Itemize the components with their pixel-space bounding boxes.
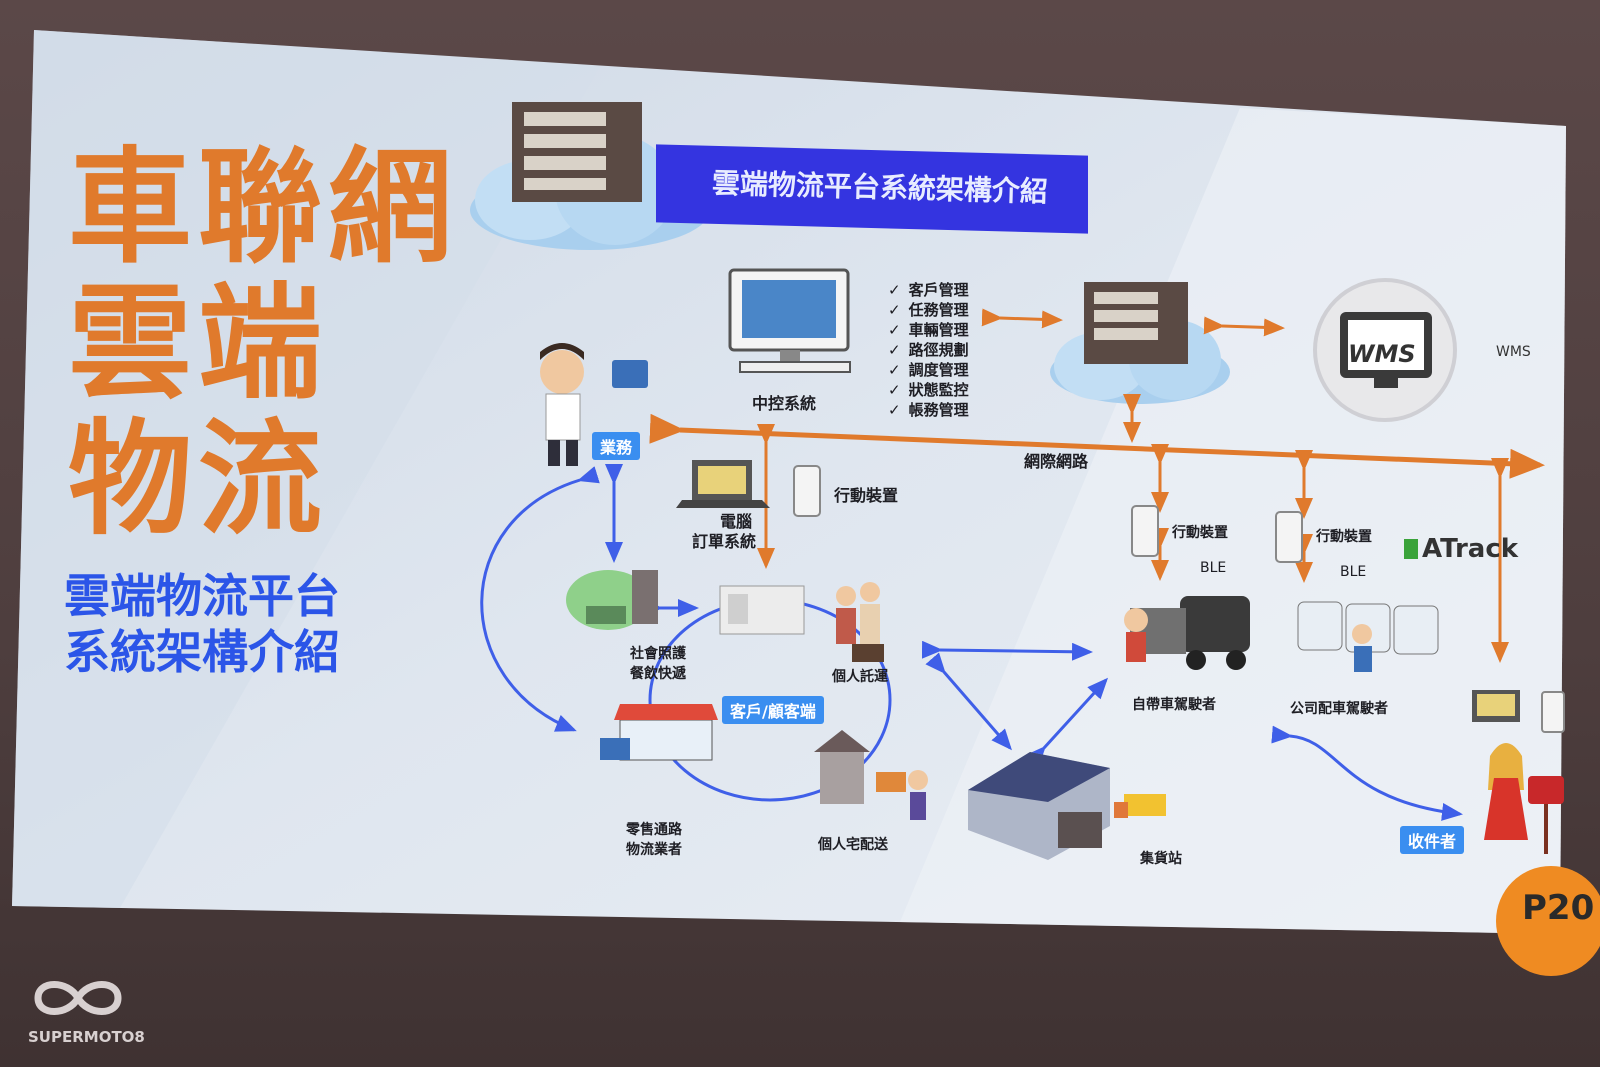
slide-subtitle: 雲端物流平台 系統架構介紹 bbox=[64, 568, 340, 680]
atrack-mark-icon bbox=[1404, 539, 1418, 559]
check-icon: ✓ bbox=[888, 401, 901, 419]
mobile-device-label-3: 行動裝置 bbox=[1316, 529, 1372, 545]
company-trucks-icon bbox=[1297, 601, 1439, 672]
function-item: ✓車輛管理 bbox=[888, 321, 969, 339]
wms-icon bbox=[1313, 278, 1457, 422]
wms-screen-text: WMS bbox=[1348, 340, 1416, 368]
watermark-text: SUPERMOTO8 bbox=[28, 1028, 145, 1046]
mobile-device-label-2: 行動裝置 bbox=[1172, 525, 1228, 541]
phone-icon bbox=[793, 465, 1303, 563]
home-delivery-label: 個人宅配送 bbox=[818, 837, 888, 853]
subtitle-line-1: 雲端物流平台 bbox=[64, 569, 340, 623]
slide-title: 車聯網 雲端 物流 bbox=[68, 140, 458, 548]
home-delivery-icon bbox=[814, 730, 928, 820]
page-badge bbox=[1496, 866, 1600, 976]
page-number: P20 bbox=[1522, 888, 1595, 928]
atrack-logo: ATrack bbox=[1404, 534, 1518, 564]
subtitle-line-2: 系統架構介紹 bbox=[64, 625, 340, 679]
customer-tag: 客戶/顧客端 bbox=[722, 696, 824, 724]
check-icon: ✓ bbox=[888, 361, 901, 379]
check-icon: ✓ bbox=[888, 281, 901, 299]
title-line-1: 車聯網 bbox=[68, 136, 459, 280]
control-to-server-arrow bbox=[981, 308, 1063, 329]
warehouse-icon bbox=[968, 752, 1166, 860]
monitor-icon bbox=[728, 268, 851, 373]
cloud-server-icon-2 bbox=[1050, 282, 1230, 404]
function-item: ✓客戶管理 bbox=[888, 281, 969, 299]
retail-label: 零售通路 物流業者 bbox=[626, 822, 682, 858]
ble-label-2: BLE bbox=[1340, 564, 1367, 580]
title-line-3: 物流 bbox=[68, 408, 329, 552]
internet-label: 網際網路 bbox=[1024, 452, 1089, 471]
sales-tag: 業務 bbox=[592, 432, 641, 460]
function-item: ✓狀態監控 bbox=[888, 381, 969, 399]
wms-label: WMS bbox=[1496, 344, 1531, 360]
customer-warehouse-arrow bbox=[925, 652, 1012, 751]
sales-person-icon bbox=[540, 343, 648, 466]
server-to-wms-arrow bbox=[1203, 316, 1285, 337]
function-item: ✓帳務管理 bbox=[888, 401, 969, 419]
function-item: ✓路徑規劃 bbox=[888, 341, 969, 359]
function-item: ✓調度管理 bbox=[888, 361, 969, 379]
check-icon: ✓ bbox=[888, 301, 901, 319]
check-icon: ✓ bbox=[888, 321, 901, 339]
recipient-tag: 收件者 bbox=[1400, 826, 1465, 854]
social-care-icon bbox=[566, 570, 658, 630]
central-control-label: 中控系統 bbox=[752, 394, 817, 413]
personal-consign-label: 個人託運 bbox=[832, 669, 888, 685]
function-checklist: ✓客戶管理 ✓任務管理 ✓車輛管理 ✓路徑規劃 ✓調度管理 ✓狀態監控 ✓帳務管… bbox=[888, 280, 969, 420]
company-vehicle-driver-label: 公司配車駕駛者 bbox=[1290, 701, 1388, 717]
function-item: ✓任務管理 bbox=[888, 301, 969, 319]
mobile-device-label-1: 行動裝置 bbox=[834, 486, 899, 505]
check-icon: ✓ bbox=[888, 381, 901, 399]
consignor-people-icon bbox=[836, 582, 884, 662]
social-care-label: 社會照護 餐飲快遞 bbox=[630, 646, 686, 682]
warehouse-driver-arrow bbox=[1025, 677, 1109, 768]
ble-label-1: BLE bbox=[1200, 560, 1227, 576]
laptop-icon bbox=[676, 460, 770, 508]
internet-line bbox=[649, 413, 1545, 479]
infinity-logo-icon bbox=[34, 981, 122, 1015]
warehouse-label: 集貨站 bbox=[1140, 851, 1182, 867]
retail-shop-icon bbox=[600, 704, 718, 761]
recipient-icon bbox=[1472, 690, 1565, 854]
check-icon: ✓ bbox=[888, 341, 901, 359]
pc-order-label: 電腦 訂單系統 bbox=[692, 512, 757, 551]
customer-driver-arrow bbox=[921, 640, 1093, 661]
office-desk-icon bbox=[719, 585, 805, 635]
cloud-server-icon bbox=[470, 102, 710, 250]
sales-retail-arrow bbox=[480, 466, 600, 732]
driver-recipient-arrow bbox=[1271, 725, 1463, 821]
title-line-2: 雲端 bbox=[68, 272, 329, 416]
own-vehicle-driver-label: 自帶車駕駛者 bbox=[1132, 697, 1216, 713]
slide-shading bbox=[12, 30, 600, 908]
electric-vehicle-icon bbox=[1124, 596, 1250, 670]
